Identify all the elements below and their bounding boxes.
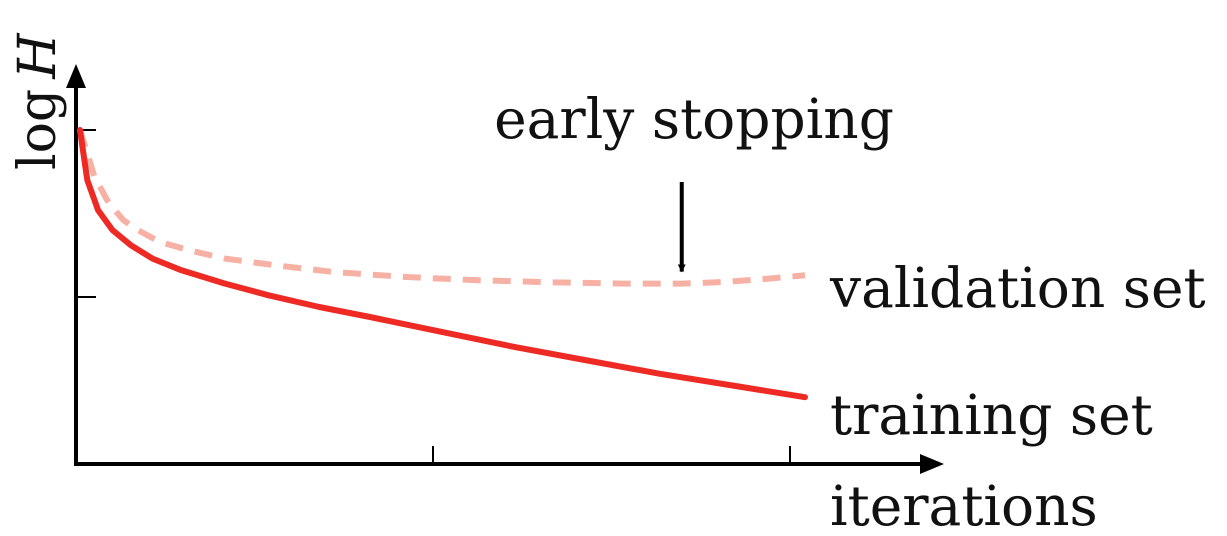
legend-training-set: training set [830, 383, 1153, 447]
y-axis-arrow [66, 64, 86, 88]
validation-set-line [77, 129, 806, 287]
y-axis-label-symbol: H [8, 32, 68, 80]
legend-validation-set: validation set [829, 256, 1206, 320]
x-axis-label: iterations [830, 474, 1098, 536]
x-axis-arrow [920, 454, 944, 474]
y-axis-label-text: log [8, 89, 68, 170]
training-set-line [77, 127, 808, 401]
annotation-early-stopping: early stopping [494, 87, 894, 151]
y-axis-label: log H [8, 32, 68, 170]
